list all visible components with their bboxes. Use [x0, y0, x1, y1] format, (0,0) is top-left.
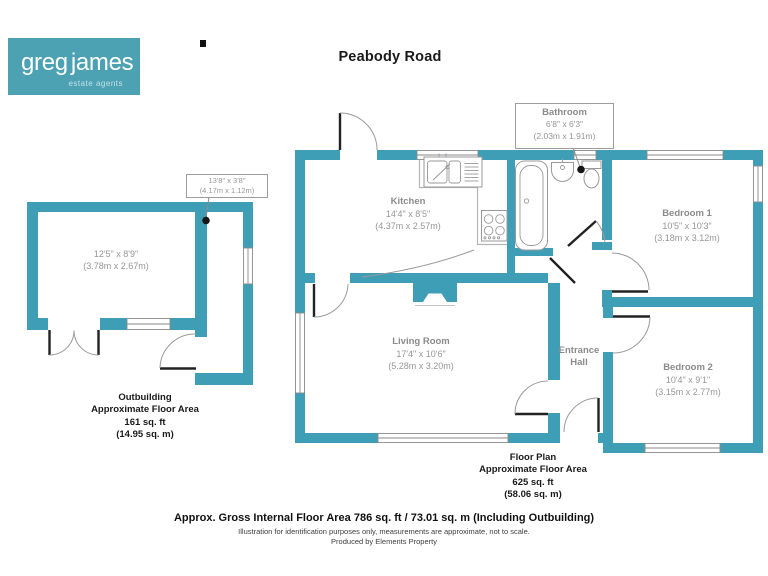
room-label-living-room: Living Room 17'4" x 10'6" (5.28m x 3.20m…: [388, 336, 454, 371]
logo-tagline: estate agents: [68, 79, 123, 88]
window-bedroom1-side: [753, 165, 763, 203]
bathroom-door: [567, 220, 606, 247]
main-house-walls: [295, 150, 763, 453]
store-pointer: [202, 196, 210, 225]
room-label-bedroom1: Bedroom 1 10'5" x 10'3" (3.18m x 3.12m): [654, 208, 720, 243]
page-title: Peabody Road: [338, 49, 442, 65]
gross-area-text: Approx. Gross Internal Floor Area 786 sq…: [173, 512, 595, 524]
window-outbuilding-right: [243, 247, 253, 285]
fireplace: [413, 273, 457, 306]
living-room-door: [514, 380, 549, 416]
window-bedroom1-top: [646, 150, 724, 160]
outbuilding-windows: [126, 247, 253, 330]
bathtub: [515, 160, 548, 251]
sink: [423, 153, 483, 188]
store-label-box: 13'8" x 3'8" (4.17m x 1.12m): [186, 174, 268, 198]
kitchen-opening-arc: [361, 249, 475, 278]
room-name: Bathroom: [542, 107, 587, 118]
room-label-bedroom2: Bedroom 2 10'4" x 9'1" (3.15m x 2.77m): [655, 362, 721, 397]
window-living-bottom: [377, 433, 509, 443]
kitchen-living-door: [312, 283, 349, 318]
window-living-left: [295, 312, 305, 394]
bedroom2-door: [612, 315, 651, 354]
toilet: [581, 160, 602, 189]
kitchen-exterior-door: [338, 112, 378, 151]
window-outbuilding-bottom: [126, 318, 171, 330]
floor-plan-area-text: Floor Plan Approximate Floor Area 625 sq…: [479, 452, 587, 500]
disclaimer-text: Illustration for identification purposes…: [238, 527, 530, 536]
bathroom-label-box: Bathroom 6'8" x 6'3" (2.03m x 1.91m): [515, 103, 614, 149]
outbuilding-walls: [27, 202, 253, 385]
main-house-doors: [312, 112, 651, 433]
bathroom-fixtures: [515, 158, 602, 251]
outbuilding-area-text: Outbuilding Approximate Floor Area 161 s…: [91, 392, 199, 440]
producer-text: Produced by Elements Property: [331, 537, 437, 546]
room-label-kitchen: Kitchen 14'4" x 8'5" (4.37m x 2.57m): [375, 196, 441, 231]
room-label-entrance-hall: Entrance Hall: [558, 345, 600, 368]
front-door: [563, 397, 600, 433]
french-doors: [48, 330, 100, 356]
hall-pocket-door: [549, 257, 576, 284]
main-house-windows: [295, 150, 763, 453]
bedroom1-door: [611, 252, 650, 293]
window-bathroom: [573, 150, 597, 160]
basin: [551, 158, 574, 182]
artifact-dot: [200, 40, 206, 47]
hob: [481, 210, 508, 242]
logo-first-name: greg: [21, 49, 68, 76]
outbuilding-doors: [48, 330, 197, 370]
store-door: [159, 333, 197, 370]
window-bedroom2: [644, 443, 721, 453]
logo-last-name: james: [70, 49, 134, 76]
kitchen-fixtures: [418, 153, 508, 246]
room-label-outbuilding: 12'5" x 8'9" (3.78m x 2.67m): [83, 249, 149, 271]
